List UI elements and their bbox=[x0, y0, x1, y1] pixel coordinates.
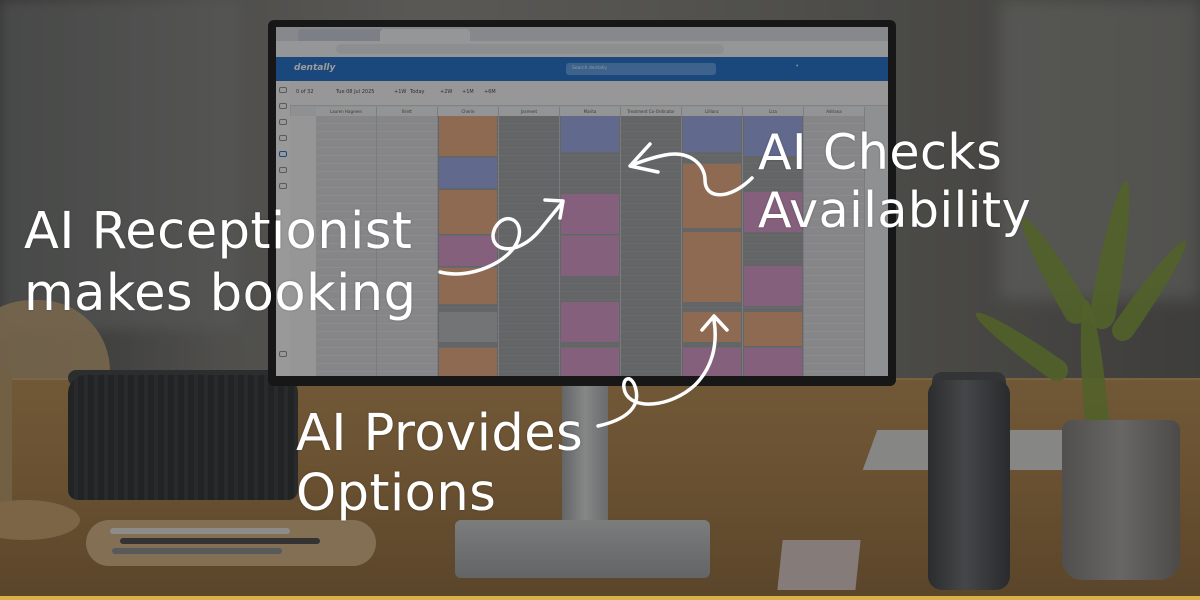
column-header: Liza bbox=[743, 107, 804, 116]
column-header: Jasmeet bbox=[499, 107, 560, 116]
monitor-stand-neck bbox=[562, 385, 608, 520]
current-date[interactable]: Tue 08 Jul 2025 bbox=[336, 89, 375, 95]
checks-arrowhead bbox=[628, 142, 660, 174]
calendar-toolbar: 0 of 32 Tue 08 Jul 2025 Today +1W +2W +1… bbox=[290, 81, 888, 106]
time-column bbox=[290, 116, 316, 376]
background-window bbox=[0, 0, 240, 330]
plus-2-week-button[interactable]: +2W bbox=[440, 89, 453, 95]
provides-arrow bbox=[596, 318, 717, 428]
plus-6-month-button[interactable]: +6M bbox=[484, 89, 496, 95]
mail-icon[interactable] bbox=[279, 167, 287, 173]
checks-caption-line1: AI Checks bbox=[758, 124, 1003, 181]
provides-caption-line2: Options bbox=[296, 464, 497, 523]
result-count: 0 of 32 bbox=[296, 89, 314, 95]
today-button[interactable]: Today bbox=[410, 89, 425, 95]
appointment-block[interactable] bbox=[683, 164, 741, 228]
appointment-block[interactable] bbox=[439, 312, 497, 342]
appointment-block[interactable] bbox=[561, 236, 619, 276]
pen bbox=[112, 548, 282, 554]
appointment-block[interactable] bbox=[439, 116, 497, 156]
provides-caption-line1: AI Provides bbox=[296, 404, 584, 463]
pen bbox=[110, 528, 290, 534]
appointment-block[interactable] bbox=[561, 116, 619, 152]
accent-stripe bbox=[0, 596, 1200, 600]
thermos bbox=[928, 380, 1010, 590]
column-header: Cherie bbox=[438, 107, 499, 116]
clock-icon[interactable] bbox=[279, 135, 287, 141]
transfer-icon[interactable] bbox=[279, 119, 287, 125]
search-input[interactable]: Search dentally bbox=[566, 63, 716, 75]
browser-tabstrip bbox=[276, 27, 888, 41]
column-header: Marita bbox=[560, 107, 621, 116]
calendar-column[interactable] bbox=[743, 116, 804, 376]
calendar-icon[interactable] bbox=[279, 151, 287, 157]
appointment-block[interactable] bbox=[439, 348, 497, 376]
column-header: Brett bbox=[377, 107, 438, 116]
browser-address-bar bbox=[276, 41, 888, 57]
calendar-column[interactable] bbox=[316, 116, 377, 376]
checks-caption-line2: Availability bbox=[758, 182, 1032, 239]
checks-arrow bbox=[630, 152, 754, 197]
appointment-block[interactable] bbox=[744, 348, 802, 376]
column-header: Lauren Hagreen bbox=[316, 107, 377, 116]
column-header: Treatment Co-Ordinator bbox=[621, 107, 682, 116]
plant-pot bbox=[1062, 420, 1180, 580]
appointment-block[interactable] bbox=[439, 236, 497, 266]
send-icon[interactable] bbox=[279, 351, 287, 357]
people-icon[interactable] bbox=[279, 103, 287, 109]
appointment-block[interactable] bbox=[683, 232, 741, 302]
calendar-column[interactable] bbox=[560, 116, 621, 376]
appointment-block[interactable] bbox=[561, 348, 619, 376]
pen bbox=[120, 538, 320, 544]
receptionist-arrow bbox=[438, 201, 564, 276]
calendar-column[interactable] bbox=[377, 116, 438, 376]
desk-lamp-pole bbox=[0, 370, 12, 510]
appointment-block[interactable] bbox=[561, 302, 619, 342]
add-user-icon[interactable] bbox=[279, 183, 287, 189]
appointment-block[interactable] bbox=[744, 312, 802, 346]
receptionist-arrowhead bbox=[543, 198, 565, 220]
calendar-column[interactable] bbox=[499, 116, 560, 376]
browser-tab-active[interactable] bbox=[380, 29, 470, 41]
appointment-block[interactable] bbox=[439, 158, 497, 188]
user-menu[interactable]: ▾ bbox=[796, 64, 799, 69]
appointment-block[interactable] bbox=[744, 266, 802, 306]
receptionist-caption-line1: AI Receptionist bbox=[24, 202, 413, 261]
speaker bbox=[68, 375, 298, 500]
monitor-stand-base bbox=[455, 520, 710, 578]
appointment-block[interactable] bbox=[439, 190, 497, 234]
appointment-block[interactable] bbox=[561, 194, 619, 234]
appointment-block[interactable] bbox=[744, 192, 802, 232]
home-icon[interactable] bbox=[279, 87, 287, 93]
appointment-block[interactable] bbox=[683, 116, 741, 152]
plus-1-month-button[interactable]: +1M bbox=[462, 89, 474, 95]
app-header: dentally Search dentally ▾ bbox=[276, 57, 888, 81]
app-logo: dentally bbox=[294, 63, 336, 73]
column-header: Lillianc bbox=[682, 107, 743, 116]
browser-tab[interactable] bbox=[298, 29, 388, 41]
provides-arrowhead bbox=[700, 314, 729, 332]
url-field[interactable] bbox=[336, 44, 724, 54]
appointment-block[interactable] bbox=[744, 116, 802, 156]
column-header: Adriana bbox=[804, 107, 865, 116]
calendar-column[interactable] bbox=[804, 116, 865, 376]
receptionist-caption-line2: makes booking bbox=[24, 264, 417, 323]
plus-1-week-button[interactable]: +1W bbox=[394, 89, 407, 95]
